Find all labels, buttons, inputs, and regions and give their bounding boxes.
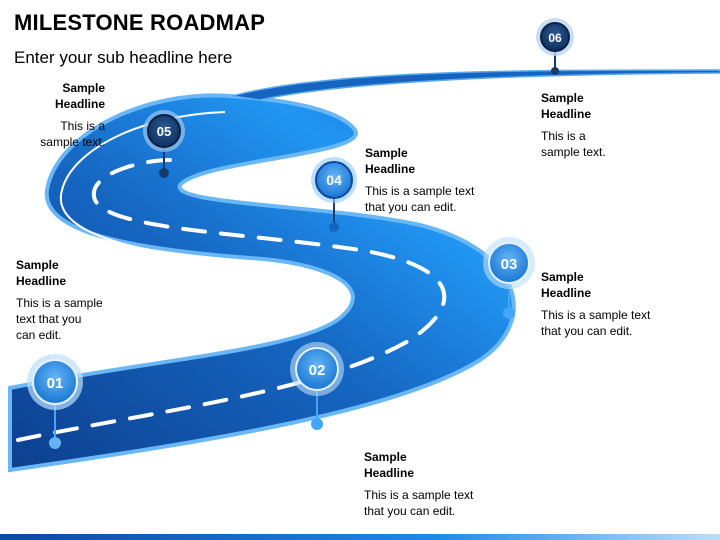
milestone-05-label: 05 [157, 124, 171, 139]
milestone-05-body-1: This is a [60, 119, 105, 133]
milestone-04-headline-2: Headline [365, 162, 416, 176]
milestone-06-body-1: This is a [541, 129, 586, 143]
lane-markings [16, 158, 447, 442]
inner-lane-line [59, 111, 343, 319]
milestone-05-headline-1: Sample [62, 81, 105, 95]
milestone-06-label: 06 [548, 31, 562, 45]
milestone-05-marker[interactable]: 05 [143, 110, 185, 178]
milestone-06-marker[interactable]: 06 [536, 18, 574, 75]
milestone-03-body-2: that you can edit. [541, 324, 633, 338]
milestone-01-body-2: text that you [16, 312, 82, 326]
milestone-02-body-1: This is a sample text [364, 488, 474, 502]
milestone-03-headline-2: Headline [541, 286, 592, 300]
milestone-03-label: 03 [501, 256, 518, 273]
milestone-04-marker[interactable]: 04 [311, 157, 357, 232]
milestone-01-headline-1: Sample [16, 258, 59, 272]
milestone-03-body-1: This is a sample text [541, 308, 651, 322]
slide-title: MILESTONE ROADMAP [14, 10, 266, 35]
milestone-02-headline-1: Sample [364, 450, 407, 464]
slide-subtitle: Enter your sub headline here [14, 48, 233, 67]
milestone-02-text: Sample Headline This is a sample text th… [364, 449, 473, 519]
milestone-06-headline-2: Headline [541, 107, 592, 121]
milestone-01-label: 01 [47, 375, 64, 392]
milestone-02-marker[interactable]: 02 [290, 342, 344, 430]
milestone-02-headline-2: Headline [364, 466, 415, 480]
milestone-05-text: Sample Headline This is a sample text. [5, 80, 105, 150]
milestone-04-body-2: that you can edit. [365, 200, 457, 214]
road-far [231, 69, 720, 101]
milestone-01-marker[interactable]: 01 [27, 354, 83, 449]
milestone-03-text: Sample Headline This is a sample text th… [541, 269, 650, 339]
milestone-04-headline-1: Sample [365, 146, 408, 160]
milestone-03-headline-1: Sample [541, 270, 584, 284]
milestone-06-headline-1: Sample [541, 91, 584, 105]
milestone-02-label: 02 [309, 362, 326, 379]
milestone-05-body-2: sample text. [40, 135, 105, 149]
milestone-04-label: 04 [326, 172, 342, 188]
milestone-02-body-2: that you can edit. [364, 504, 456, 518]
milestone-01-body-3: can edit. [16, 328, 62, 342]
road-surface [8, 93, 516, 473]
milestone-01-body-1: This is a sample [16, 296, 103, 310]
milestone-06-body-2: sample text. [541, 145, 606, 159]
bottom-accent-bar [0, 534, 720, 540]
milestone-04-text: Sample Headline This is a sample text th… [365, 145, 474, 215]
milestone-04-body-1: This is a sample text [365, 184, 475, 198]
milestone-03-marker[interactable]: 03 [483, 237, 535, 319]
milestone-01-text: Sample Headline This is a sample text th… [16, 257, 103, 343]
milestone-06-text: Sample Headline This is a sample text. [541, 90, 606, 160]
milestone-05-headline-2: Headline [54, 97, 105, 111]
milestone-01-headline-2: Headline [16, 274, 67, 288]
